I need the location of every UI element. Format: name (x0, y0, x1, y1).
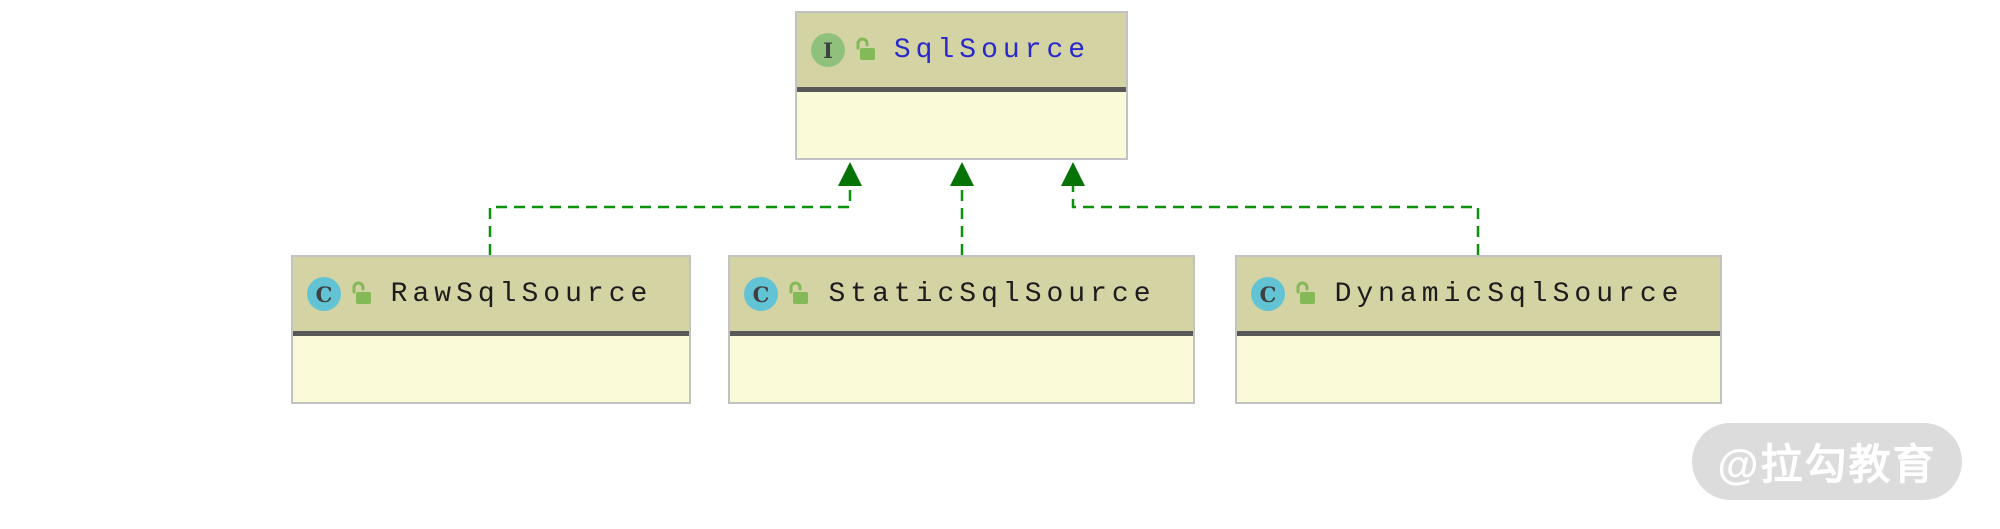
class-icon: C (307, 277, 341, 311)
implements-arrowhead-icon (950, 162, 974, 186)
node-rawsqlsource[interactable]: C RawSqlSource (291, 255, 691, 404)
node-header: C DynamicSqlSource (1237, 257, 1720, 331)
node-staticsqlsource[interactable]: C StaticSqlSource (728, 255, 1195, 404)
node-header: C StaticSqlSource (730, 257, 1193, 331)
class-icon: C (744, 277, 778, 311)
class-icon: C (1251, 277, 1285, 311)
node-header: I SqlSource (797, 13, 1126, 87)
node-separator (1237, 331, 1720, 336)
node-title: RawSqlSource (390, 278, 653, 310)
node-members-area (1237, 336, 1720, 402)
node-sqlsource[interactable]: I SqlSource (795, 11, 1128, 160)
node-title: DynamicSqlSource (1334, 278, 1684, 310)
watermark-badge: @拉勾教育 (1692, 423, 1962, 500)
node-separator (797, 87, 1126, 92)
node-separator (730, 331, 1193, 336)
edge-dynamicsqlsource-implements-sqlsource[interactable] (1071, 186, 1480, 255)
unlocked-padlock-icon (352, 281, 371, 304)
node-members-area (730, 336, 1193, 402)
implements-arrowhead-icon (838, 162, 862, 186)
unlocked-padlock-icon (1296, 281, 1315, 304)
node-members-area (293, 336, 689, 402)
unlocked-padlock-icon (789, 281, 808, 304)
edge-rawsqlsource-implements-sqlsource[interactable] (488, 186, 852, 255)
node-dynamicsqlsource[interactable]: C DynamicSqlSource (1235, 255, 1722, 404)
node-title: SqlSource (893, 34, 1091, 66)
node-header: C RawSqlSource (293, 257, 689, 331)
interface-icon: I (811, 33, 845, 67)
node-separator (293, 331, 689, 336)
implements-arrowhead-icon (1061, 162, 1085, 186)
node-members-area (797, 92, 1126, 158)
unlocked-padlock-icon (856, 37, 875, 60)
node-title: StaticSqlSource (828, 278, 1156, 310)
